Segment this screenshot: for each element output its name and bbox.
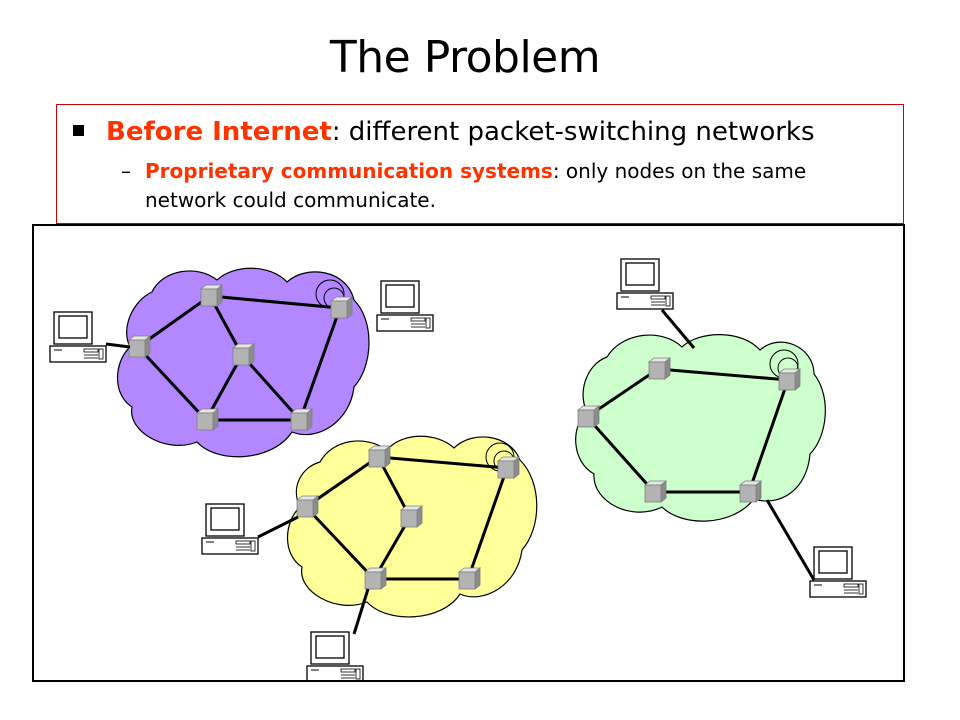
sub-bullet-item: – Proprietary communication systems: onl… <box>121 157 861 215</box>
slide-title: The Problem <box>329 32 601 83</box>
computer-icon <box>809 546 867 598</box>
network-diagram-svg <box>49 258 867 680</box>
bullet-item: Before Internet: different packet-switch… <box>73 115 815 149</box>
sub-bullet-text: : only nodes on the same network could c… <box>145 159 807 212</box>
computer-icon <box>616 258 674 310</box>
bullet-text: : different packet-switching networks <box>331 117 815 147</box>
computer-icon <box>201 503 259 555</box>
sub-bullet-highlight: Proprietary communication systems <box>145 159 553 183</box>
host-links <box>105 309 816 635</box>
sub-bullet-content: Proprietary communication systems: only … <box>145 157 861 215</box>
computer-icon <box>376 280 434 332</box>
computer-icon <box>306 631 364 680</box>
network-diagram <box>32 224 905 682</box>
bullet-highlight: Before Internet <box>106 117 332 147</box>
bullet-square-icon <box>73 125 84 136</box>
bullet-text-box: Before Internet: different packet-switch… <box>56 104 904 224</box>
computer-icon <box>49 311 107 363</box>
sub-bullet-dash: – <box>121 159 131 183</box>
